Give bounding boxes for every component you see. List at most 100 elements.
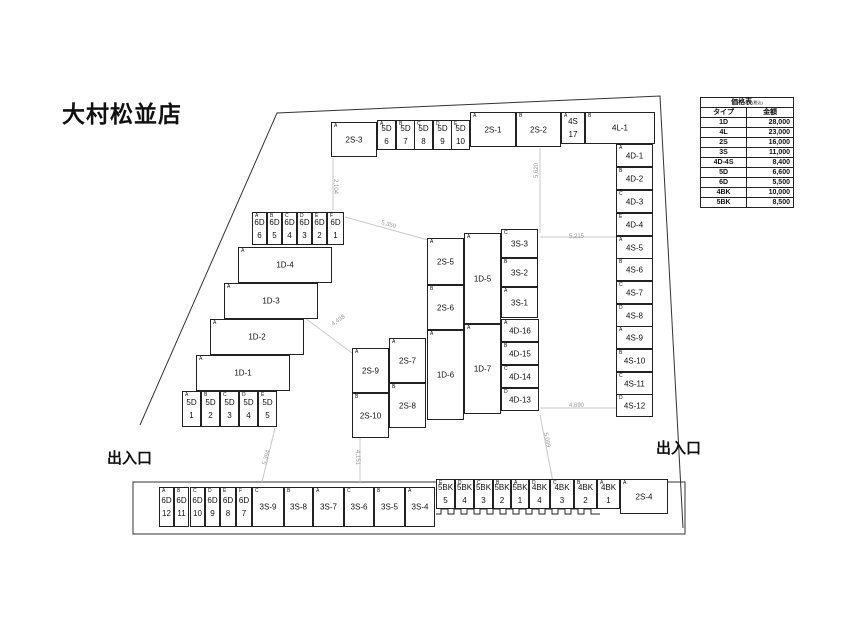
price-amount: 5,500 [746,177,794,188]
unit-label: 3S-2 [511,268,528,277]
storage-unit-2s-6[interactable]: B 2S-6 [427,285,464,330]
unit-section-letter: D [436,121,440,127]
unit-section-letter: C [477,480,481,486]
unit-section-letter: A [355,349,359,355]
price-amount: 8,400 [746,157,794,168]
price-amount: 8,500 [746,197,794,208]
unit-section-letter: B [504,259,508,265]
unit-section-letter: E [261,392,265,398]
storage-unit-2s-3[interactable]: A 2S-3 [331,122,377,157]
unit-section-letter: A [504,320,508,326]
unit-label: 2S-6 [437,303,454,312]
unit-section-letter: B [430,286,434,292]
storage-unit-1d-2[interactable]: A 1D-2 [210,319,304,355]
dimension-label: 4,498 [331,314,347,328]
unit-section-letter: A [213,320,217,326]
unit-section-letter: B [287,488,291,494]
unit-label: 1D-2 [248,332,266,342]
unit-section-letter: B [496,480,500,486]
dimension-label: 5,099 [542,432,551,449]
unit-section-letter: A [334,123,338,129]
unit-label: 2S-3 [345,135,363,144]
unit-section-letter: D [458,480,462,486]
